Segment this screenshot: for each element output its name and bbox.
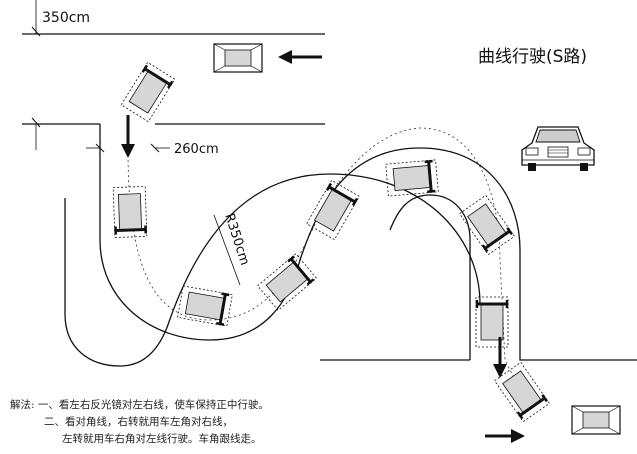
car-top-view-icon [256, 252, 318, 312]
s-road-inner-right [389, 194, 471, 360]
direction-arrow-icon [278, 50, 322, 64]
s-road-inner-edge [64, 173, 481, 367]
car-top-view-icon [571, 405, 621, 435]
car-top-view-icon [119, 60, 177, 124]
method-prefix: 解法: [10, 399, 35, 411]
direction-arrow-icon [485, 429, 525, 443]
direction-arrow-icon [493, 337, 507, 378]
car-top-view-icon [213, 43, 263, 73]
car-top-view-icon [305, 178, 361, 242]
radius-label: R350cm [221, 212, 252, 268]
vehicle-path-dotted [127, 127, 531, 411]
method-line-1: 解法: 一、看左右反光镜对左右线，使车保持正中行驶。 [10, 397, 269, 412]
car-top-view-icon [384, 158, 440, 198]
car-top-view-icon [111, 184, 149, 240]
car-front-icon [521, 126, 595, 171]
direction-arrow-icon [121, 115, 135, 158]
diagram-title: 曲线行驶(S路) [478, 47, 587, 67]
s-road-outer-edge [99, 124, 637, 361]
method-line-3: 左转就用车右角对左线行驶。车角跟线走。 [62, 433, 262, 445]
dim-350-label: 350cm [42, 10, 90, 26]
radius-line [213, 214, 241, 286]
method-text-1: 一、看左右反光镜对左右线，使车保持正中行驶。 [37, 399, 269, 411]
dim-260-label: 260cm [174, 142, 219, 157]
car-top-view-icon [474, 295, 510, 349]
method-line-2: 二、看对角线，右转就用车左角对右线， [44, 416, 233, 428]
